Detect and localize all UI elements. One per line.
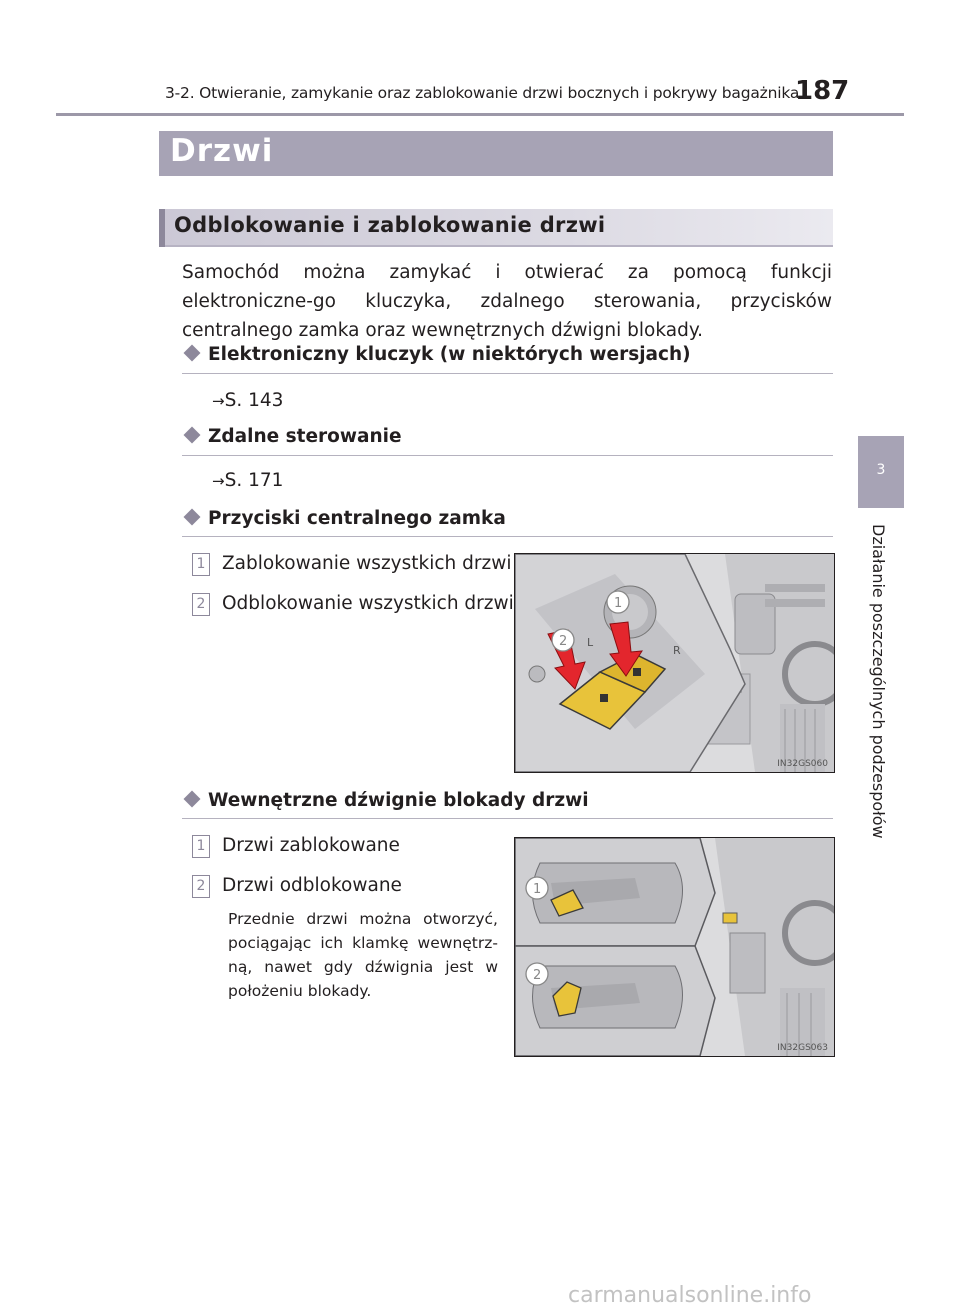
item-heading-central-lock: Przyciski centralnego zamka	[182, 508, 506, 529]
small-lever	[722, 912, 738, 924]
number-box: 1	[192, 835, 210, 858]
item-title: Przyciski centralnego zamka	[208, 508, 506, 529]
item-divider	[182, 536, 833, 537]
lock-buttons	[558, 653, 667, 730]
central-lock-illustration: L R 2 1 IN32GS060	[514, 553, 835, 773]
item-heading-remote: Zdalne sterowanie	[182, 426, 402, 447]
header-divider	[56, 113, 904, 116]
subsection-title: Odblokowanie i zablokowanie drzwi	[174, 213, 606, 237]
item-divider	[182, 455, 833, 456]
subsection-accent	[159, 209, 165, 247]
item-divider	[182, 373, 833, 374]
lever-unlocked	[552, 981, 582, 1017]
note-text: Przednie drzwi można otworzyć, pociągają…	[228, 910, 498, 1000]
callout-2	[551, 628, 575, 652]
arrow-right-icon: →	[212, 472, 225, 490]
arrow-right-icon: →	[212, 392, 225, 410]
section-title: Drzwi	[170, 133, 274, 169]
item-title: Elektroniczny kluczyk (w niektórych wers…	[208, 344, 691, 365]
central-lock-drawing: L R 2 1	[515, 554, 834, 772]
svg-text:L: L	[587, 636, 594, 649]
number-box: 1	[192, 553, 210, 576]
svg-text:1: 1	[614, 596, 622, 611]
watermark: carmanualsonline.info	[568, 1283, 812, 1308]
item-divider	[182, 818, 833, 819]
diamond-bullet-icon	[183, 344, 201, 362]
svg-text:2: 2	[533, 968, 541, 983]
figure-code: IN32GS060	[777, 759, 828, 769]
chapter-tab-label: Działanie poszczególnych podzespołów	[869, 524, 888, 839]
item-title: Zdalne sterowanie	[208, 426, 402, 447]
diamond-bullet-icon	[183, 790, 201, 808]
svg-text:2: 2	[559, 634, 567, 649]
chapter-tab[interactable]	[858, 436, 904, 508]
callout-2	[525, 962, 549, 986]
callout-1	[525, 876, 549, 900]
door-lever-drawing: 1 2	[515, 838, 834, 1056]
chapter-tab-number: 3	[876, 462, 886, 478]
door-lever-illustration: 1 2 IN32GS063	[514, 837, 835, 1057]
section-bar	[159, 131, 833, 176]
diamond-bullet-icon	[183, 508, 201, 526]
subsection-bar	[159, 209, 833, 247]
page-reference[interactable]: →S. 143	[212, 390, 284, 411]
svg-text:R: R	[673, 644, 681, 657]
item-heading-electronic-key: Elektroniczny kluczyk (w niektórych wers…	[182, 344, 691, 365]
intro-paragraph: Samochód można zamykać i otwierać za pom…	[182, 262, 832, 341]
press-arrow-lock	[609, 621, 643, 677]
page-number: 187	[795, 76, 850, 106]
number-box: 2	[192, 875, 210, 898]
callout-1	[606, 590, 630, 614]
number-box: 2	[192, 593, 210, 616]
figure-code: IN32GS063	[777, 1043, 828, 1053]
item-title: Wewnętrzne dźwignie blokady drzwi	[208, 790, 589, 811]
item-heading-inside-levers: Wewnętrzne dźwignie blokady drzwi	[182, 790, 589, 811]
lever-locked	[550, 889, 584, 917]
chapter-header: 3-2. Otwieranie, zamykanie oraz zablokow…	[165, 84, 800, 102]
diamond-bullet-icon	[183, 426, 201, 444]
svg-text:1: 1	[533, 882, 541, 897]
page-reference[interactable]: →S. 171	[212, 470, 284, 491]
